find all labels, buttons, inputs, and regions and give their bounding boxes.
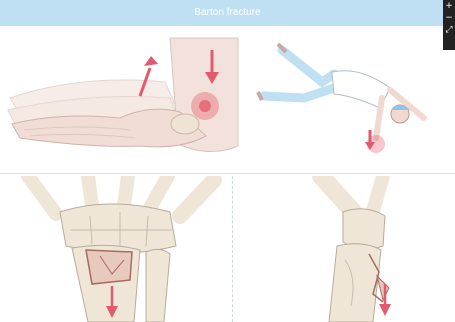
hand-mechanism-illustration <box>0 26 250 172</box>
plus-icon[interactable]: + <box>443 0 455 12</box>
wrist-bones-front-view <box>0 176 232 322</box>
horizontal-divider <box>0 173 455 174</box>
falling-person-illustration <box>250 26 455 172</box>
title-bar: Barton fracture <box>0 0 455 26</box>
minus-icon[interactable]: − <box>443 12 455 24</box>
page-title: Barton fracture <box>194 7 260 18</box>
wrist-bones-side-view <box>233 176 455 322</box>
